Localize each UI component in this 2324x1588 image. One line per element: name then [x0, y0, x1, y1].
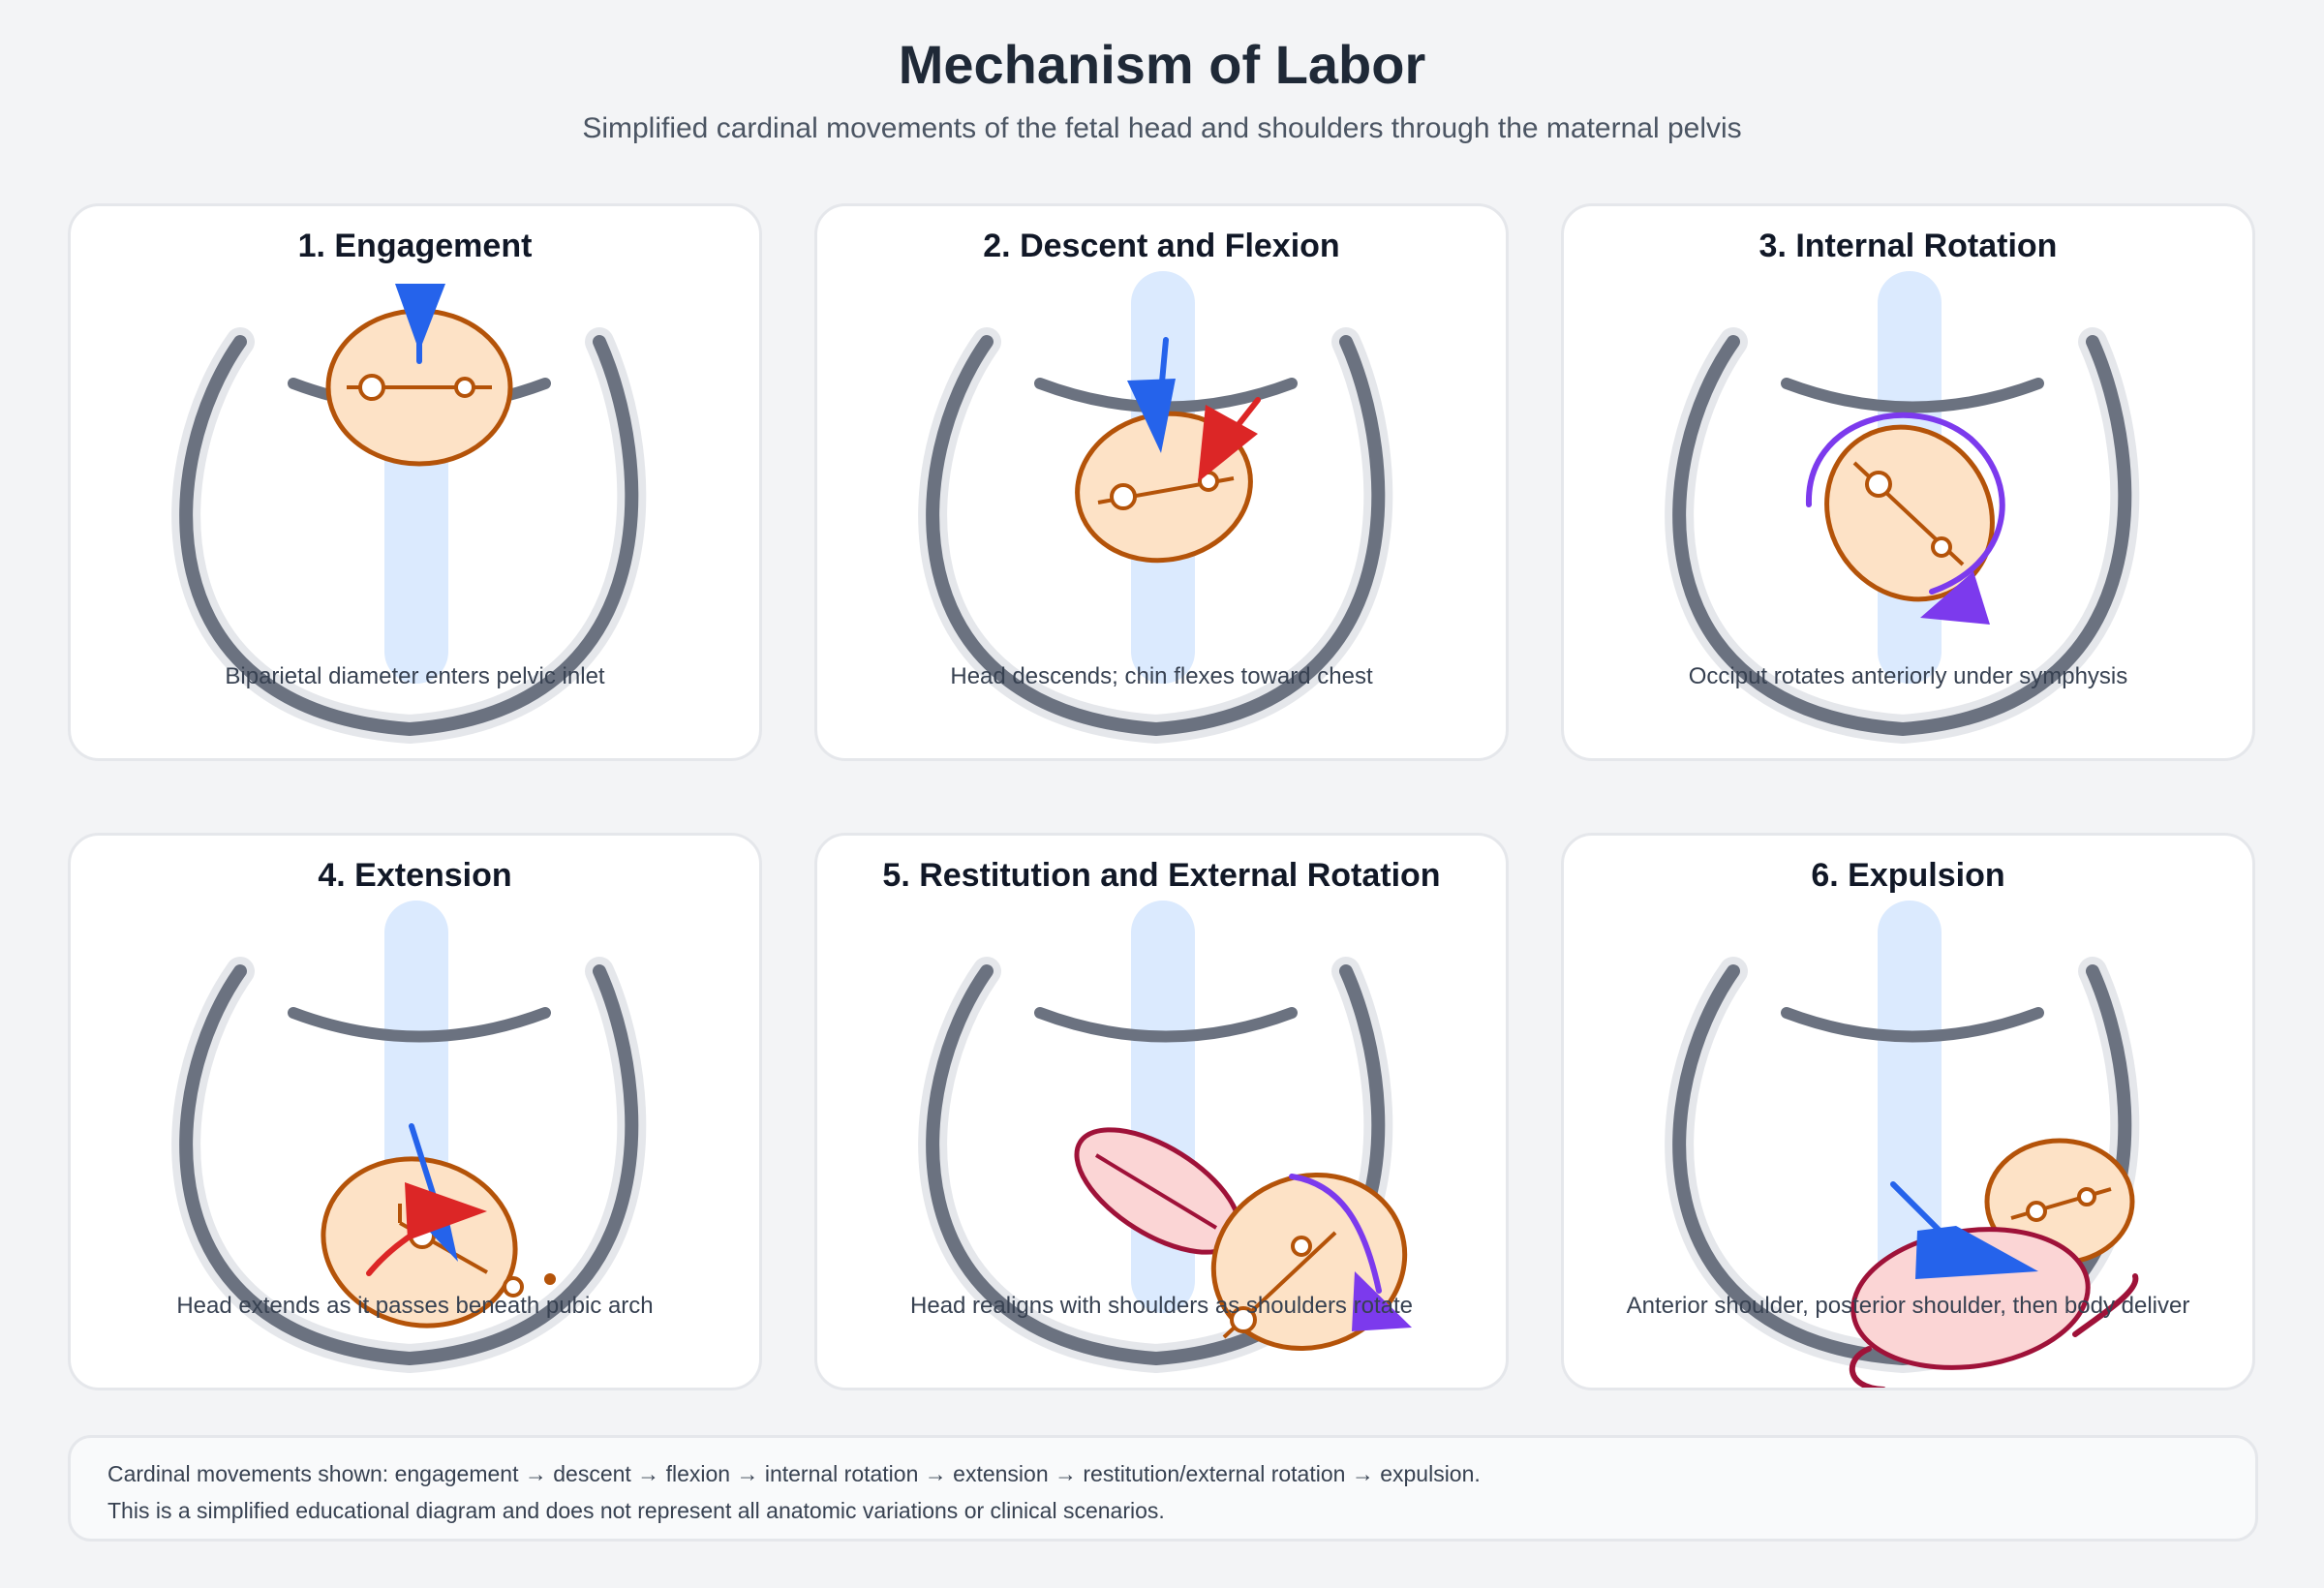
- flexion-arrow-icon: [1198, 405, 1258, 482]
- extension-diagram: [171, 901, 647, 1374]
- descent-arrow-icon: [1127, 379, 1176, 453]
- panel-caption: Head realigns with shoulders as shoulder…: [910, 1293, 1413, 1319]
- pelvis-outline: [1672, 335, 2132, 737]
- panel-extension: 4. Extension Head extends as it passes b…: [68, 833, 762, 1390]
- panel-title: 5. Restitution and External Rotation: [882, 857, 1441, 894]
- landmark-circle: [2077, 1187, 2096, 1206]
- landmark-circle: [358, 374, 385, 401]
- rotation-arrow-icon: [1920, 571, 1990, 625]
- shoulder-arm-path: [2072, 1273, 2139, 1337]
- pelvis-outline: [179, 335, 639, 737]
- engagement-diagram: [171, 284, 647, 745]
- footer-movements-text: Cardinal movements shown: engagement → d…: [107, 1461, 1481, 1486]
- pelvic-inlet: [1781, 378, 2044, 413]
- pelvis-outline: [926, 964, 1386, 1366]
- landmark-circle: [454, 377, 475, 398]
- panel-caption: Occiput rotates anteriorly under symphys…: [1688, 663, 2128, 689]
- panel-restitution: 5. Restitution and External Rotation Hea…: [814, 833, 1509, 1390]
- shoulder-axis-line: [1094, 1153, 1218, 1230]
- panel-descent-flexion: 2. Descent and Flexion Head descends; ch…: [814, 203, 1509, 761]
- panel-internal-rotation: 3. Internal Rotation Occiput rotates ant…: [1561, 203, 2255, 761]
- page-subtitle: Simplified cardinal movements of the fet…: [582, 112, 1742, 144]
- rotation-arrow-arc: [1805, 412, 2005, 595]
- pelvic-arch: [1034, 1007, 1298, 1043]
- descent-flexion-diagram: [918, 271, 1393, 745]
- panel-title: 4. Extension: [318, 857, 512, 894]
- pelvis-outline: [926, 335, 1386, 737]
- landmark-circle: [1865, 471, 1892, 498]
- panel-engagement: 1. Engagement Biparietal diameter enters…: [68, 203, 762, 761]
- landmark-circle: [1291, 1236, 1312, 1257]
- panel-title: 6. Expulsion: [1811, 857, 2005, 894]
- panel-caption: Head extends as it passes beneath pubic …: [176, 1293, 654, 1319]
- shoulder-arm-path: [1849, 1346, 1886, 1388]
- panel-caption: Biparietal diameter enters pelvic inlet: [225, 663, 605, 689]
- panel-caption: Anterior shoulder, posterior shoulder, t…: [1626, 1293, 2190, 1319]
- pelvic-arch: [1781, 1007, 2044, 1043]
- panel-title: 1. Engagement: [297, 228, 533, 264]
- pelvis-outline: [179, 964, 639, 1366]
- landmark-circle: [1931, 536, 1952, 558]
- extension-arrow-icon: [405, 1182, 487, 1240]
- descent-arrow-icon: [1915, 1226, 2038, 1279]
- panel-caption: Head descends; chin flexes toward chest: [950, 663, 1373, 689]
- page-title: Mechanism of Labor: [898, 34, 1426, 95]
- footer-disclaimer-text: This is a simplified educational diagram…: [107, 1498, 1165, 1523]
- rotation-arrow-arc: [1289, 1174, 1382, 1294]
- panel-title: 2. Descent and Flexion: [983, 228, 1340, 264]
- panel-expulsion: 6. Expulsion Anterior shoulder, posterio…: [1561, 833, 2255, 1390]
- footer-note: Cardinal movements shown: engagement → d…: [68, 1435, 2258, 1542]
- expulsion-diagram: [1665, 901, 2140, 1388]
- landmark-circle: [2026, 1201, 2047, 1222]
- panel-title: 3. Internal Rotation: [1758, 228, 2058, 264]
- internal-rotation-diagram: [1665, 271, 2140, 745]
- chin-dot: [544, 1273, 556, 1285]
- landmark-circle: [1110, 483, 1137, 510]
- restitution-diagram: [918, 901, 1412, 1374]
- rotation-arrow-icon: [1352, 1271, 1412, 1331]
- landmark-circle: [503, 1276, 524, 1298]
- pelvic-arch: [288, 1007, 551, 1043]
- landmark-circle: [1230, 1306, 1257, 1333]
- descent-arrow-icon: [395, 284, 445, 351]
